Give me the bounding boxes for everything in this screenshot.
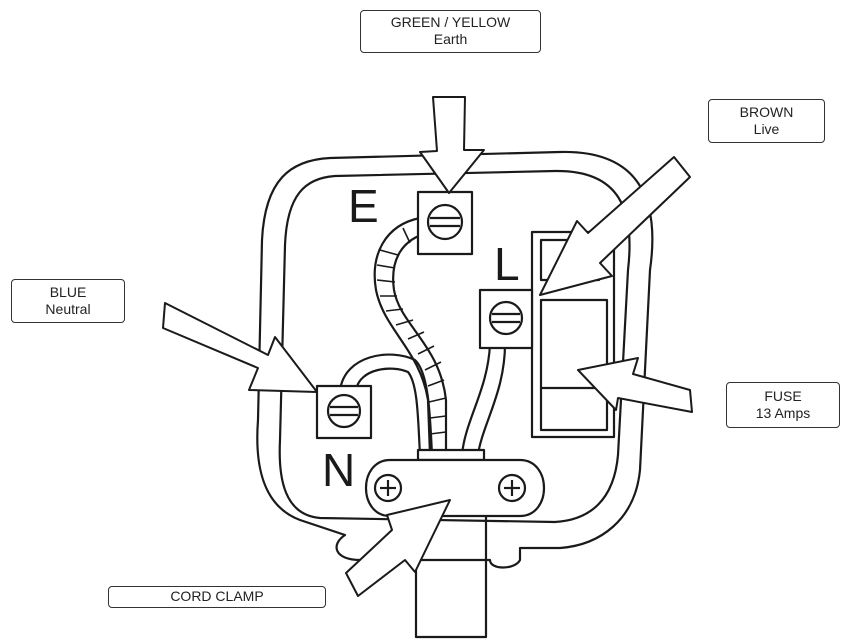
neutral-label-name: Neutral <box>45 301 91 317</box>
neutral-terminal <box>315 384 373 440</box>
fuse-arrow <box>577 357 693 413</box>
neutral-label-color: BLUE <box>49 284 87 300</box>
cord-clamp-label-text: CORD CLAMP <box>170 588 264 604</box>
plug-body-outline <box>256 150 654 569</box>
fuse-label-title: FUSE <box>764 388 802 404</box>
live-arrow <box>539 156 691 296</box>
earth-label-color: GREEN / YELLOW <box>390 14 511 30</box>
live-label-name: Live <box>753 121 780 137</box>
live-wire <box>460 343 492 456</box>
earth-label-name: Earth <box>433 31 468 47</box>
fuse-label: FUSE 13 Amps <box>726 382 840 428</box>
clamp-arrow <box>345 499 451 597</box>
earth-wire-bands <box>376 227 447 435</box>
earth-label: GREEN / YELLOW Earth <box>360 10 541 53</box>
live-label-color: BROWN <box>739 104 794 120</box>
fuse-body <box>539 298 609 432</box>
earth-arrow <box>419 96 485 194</box>
earth-terminal <box>416 190 474 256</box>
fuse-label-rating: 13 Amps <box>755 405 811 421</box>
live-terminal-letter: L <box>494 238 520 290</box>
neutral-label: BLUE Neutral <box>11 279 125 323</box>
live-label: BROWN Live <box>708 99 825 143</box>
cord-clamp <box>365 448 545 518</box>
neutral-terminal-letter: N <box>322 444 356 496</box>
earth-wire <box>373 216 432 456</box>
live-terminal <box>478 288 534 350</box>
cord-clamp-label: CORD CLAMP <box>108 586 326 608</box>
earth-terminal-letter: E <box>348 180 379 232</box>
neutral-arrow <box>162 302 318 393</box>
